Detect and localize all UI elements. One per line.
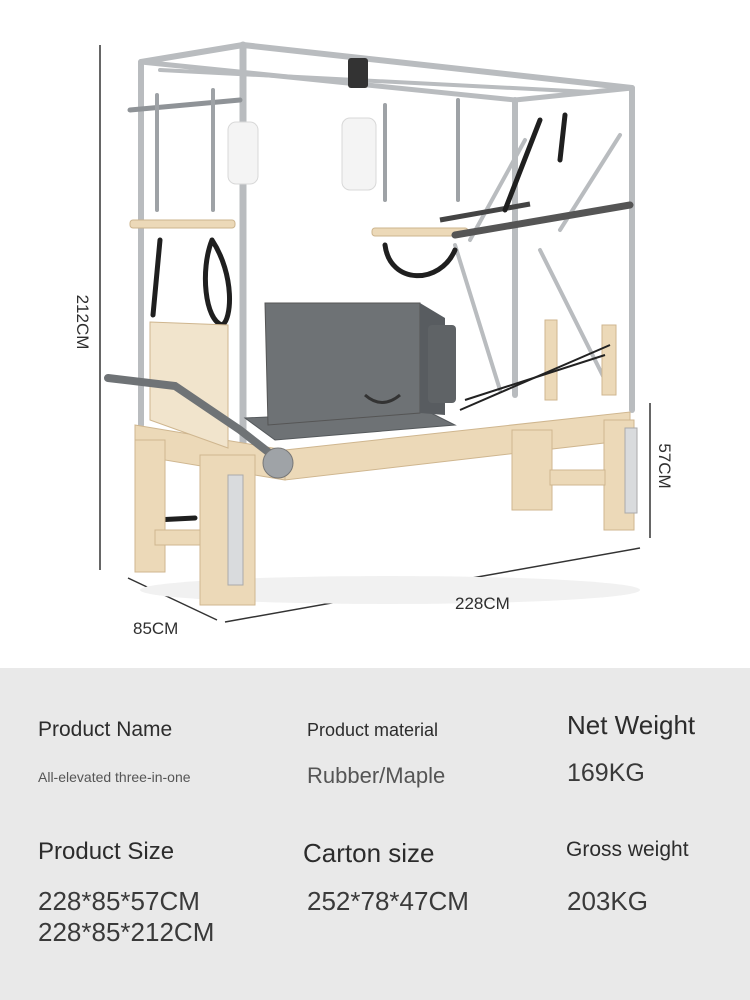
gross-weight-label: Gross weight [566, 838, 689, 861]
floor-shadow [140, 576, 640, 604]
foot-bar [104, 374, 289, 469]
shoulder-rest [428, 325, 456, 403]
net-weight-label: Net Weight [567, 710, 696, 740]
material-value: Rubber/Maple [307, 763, 446, 788]
trapeze-clamp [348, 58, 368, 88]
carton-size-label: Carton size [303, 838, 435, 868]
fuzzy-loop-left [227, 121, 259, 185]
dimension-height-label: 212CM [73, 294, 92, 350]
dimension-width-label: 85CM [133, 619, 179, 638]
product-size-label: Product Size [38, 838, 175, 865]
product-name-value: All-elevated three-in-one [38, 769, 191, 785]
roll-down-bar [129, 219, 236, 229]
push-through-bar [451, 201, 634, 239]
dimension-seat-height-label: 57CM [655, 443, 674, 489]
pulley-wheel [262, 447, 294, 479]
spec-panel: Product Name All-elevated three-in-one P… [0, 668, 750, 1000]
net-weight-value: 169KG [567, 759, 645, 787]
footboard [149, 321, 229, 449]
product-size-value-1: 228*85*57CM [38, 886, 200, 916]
product-size-value-2: 228*85*212CM [38, 917, 215, 947]
handle-bar [439, 201, 531, 223]
rope-2 [464, 354, 606, 401]
springs [155, 88, 460, 212]
pilates-cadillac-reformer-illustration [99, 41, 651, 623]
dimension-length-label: 228CM [455, 594, 510, 613]
material-label: Product material [307, 720, 439, 740]
product-name-label: Product Name [38, 718, 173, 741]
sitting-box [264, 302, 421, 426]
carton-size-value: 252*78*47CM [307, 886, 469, 916]
gross-weight-value: 203KG [567, 886, 648, 916]
product-figure: 212CM 57CM 228CM 85CM [73, 41, 674, 638]
leg-bracket-right [624, 427, 638, 514]
box-handle [364, 393, 401, 404]
leg-bracket-left [227, 474, 244, 586]
fuzzy-loop-center [341, 117, 377, 191]
